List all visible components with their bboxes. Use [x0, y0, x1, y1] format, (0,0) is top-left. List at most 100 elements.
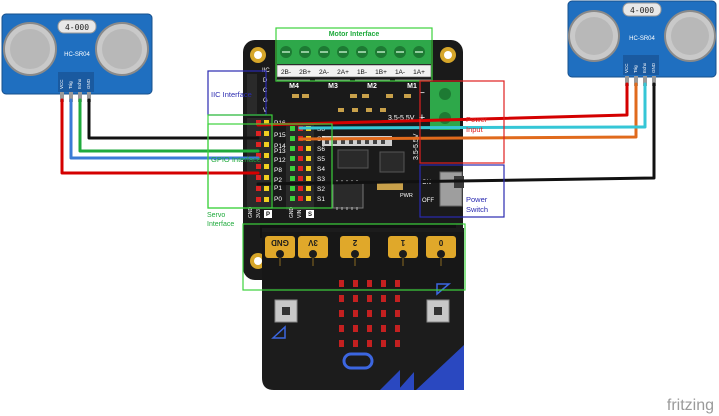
annotation-servo-interface: Servo Interface — [207, 123, 333, 228]
motor-terminal-2a-minus: 2A- — [319, 69, 329, 76]
iic-interface-label: IIC Interface — [211, 90, 252, 99]
led-matrix — [339, 280, 400, 347]
motor-terminal-1b-plus: 1B+ — [375, 69, 387, 76]
button-a-label: A — [268, 294, 269, 297]
motor-terminal-2a-plus: 2A+ — [337, 69, 349, 76]
wire-left-vcc — [60, 98, 260, 175]
motor-label-m3: M3 — [328, 83, 338, 90]
gpio-pin-p12: P12 — [274, 157, 286, 164]
wire-right-echo — [298, 82, 647, 130]
edge-label-1: 1 — [400, 238, 405, 247]
power-plus-sign: + — [419, 112, 425, 124]
gpio-pin-p1: P1 — [274, 185, 282, 192]
wire-right-vcc — [256, 82, 629, 127]
wire-left-gnd — [87, 98, 260, 140]
right-ultrasonic-sensor: 4-000 HC-SR04 VCC Trig Echo GND — [567, 0, 717, 86]
power-input-label-1: Power — [466, 115, 488, 124]
expansion-board: 2B- 2B+ 2A- 2A+ 1B- 1B+ 1A- 1A+ M4 M3 M2… — [243, 40, 464, 280]
gpio-bottom-3v3: 3V3 — [256, 209, 262, 218]
button-b-label: B — [455, 295, 456, 297]
gpio-interface-label: GPIO Interface — [211, 155, 261, 164]
motor-terminal-block — [277, 40, 431, 64]
wires — [60, 82, 656, 186]
edge-connector-pads — [265, 236, 456, 258]
wire-left-trig — [69, 98, 260, 160]
motor-label-m2: M2 — [367, 83, 377, 90]
power-input-label-2: Input — [466, 125, 484, 134]
left-sensor-crystal — [57, 19, 97, 34]
left-sensor-pin-echo: Echo — [77, 78, 82, 89]
power-switch-label-2: Switch — [466, 205, 488, 214]
gpio-pin-p15: P15 — [274, 132, 286, 139]
button-a[interactable] — [271, 299, 298, 339]
right-sensor-display: 4-000 — [630, 6, 654, 15]
motor-terminal-1b-minus: 1B- — [357, 69, 367, 76]
right-sensor-pin-echo: Echo — [642, 62, 647, 73]
annotation-power-input: Power Input — [419, 80, 505, 164]
servo-pin-s6: S6 — [317, 146, 325, 153]
gpio-pin-p14: P14 — [274, 143, 286, 150]
servo-interface-label-2: Interface — [207, 221, 234, 228]
motor-label-m1: M1 — [407, 83, 417, 90]
servo-bottom-s: S — [308, 212, 312, 218]
servo-interface-label-1: Servo — [207, 212, 225, 219]
gpio-pin-p0: P0 — [274, 196, 282, 203]
motor-terminal-1a-plus: 1A+ — [413, 69, 425, 76]
gpio-pin-p2: P2 — [274, 177, 282, 184]
gpio-header: P16 P15 P14 P13 P12 P8 P2 P1 P0 GND 3V3 … — [247, 118, 286, 218]
voltage-label-vertical: 3.5-5.5V — [413, 133, 420, 160]
voltage-label-horizontal: 3.5-5.5V — [388, 115, 415, 122]
left-sensor-pin-vcc: VCC — [59, 79, 64, 89]
power-input-terminal: − + — [419, 82, 460, 130]
edge-label-3v: 3V — [307, 238, 317, 247]
microbit-logo — [342, 352, 374, 370]
power-switch-label-1: Power — [466, 195, 488, 204]
button-b[interactable] — [426, 283, 452, 323]
servo-pin-s5: S5 — [317, 156, 325, 163]
gpio-pin-p13: P13 — [274, 148, 286, 155]
annotation-motor-interface: Motor Interface — [275, 27, 433, 82]
gpio-bottom-gnd: GND — [248, 207, 254, 219]
right-sensor-crystal — [622, 2, 662, 17]
iic-pin-v: V — [263, 108, 267, 114]
right-sensor-model: HC-SR04 — [629, 36, 655, 42]
motor-interface-label: Motor Interface — [329, 31, 380, 38]
wire-right-trig — [298, 82, 638, 141]
wire-left-echo — [78, 98, 260, 153]
annotation-microbit-slot — [242, 223, 466, 291]
servo-pin-s2: S2 — [317, 186, 325, 193]
wire-right-gnd — [256, 82, 656, 186]
servo-pin-s4: S4 — [317, 166, 325, 173]
microbit-board: GND 3V 2 1 0 A — [262, 228, 464, 390]
motor-label-m4: M4 — [289, 83, 299, 90]
motor-terminal-2b-plus: 2B+ — [299, 69, 311, 76]
servo-bottom-vin: VIN — [297, 209, 303, 218]
motor-terminal-2b-minus: 2B- — [281, 69, 291, 76]
right-sensor-pin-vcc: VCC — [624, 63, 629, 73]
left-sensor-pin-gnd: GND — [86, 78, 91, 89]
edge-label-2: 2 — [352, 238, 357, 247]
edge-label-gnd: GND — [271, 238, 289, 247]
edge-label-0: 0 — [438, 238, 443, 247]
power-minus-sign: − — [419, 88, 425, 99]
annotation-power-switch: Power Switch — [419, 164, 505, 218]
left-sensor-model: HC-SR04 — [64, 52, 90, 58]
switch-on-label: ON — [422, 180, 431, 186]
servo-pin-s1: S1 — [317, 196, 325, 203]
left-sensor-pin-trig: Trig — [68, 81, 73, 89]
gpio-bottom-p: P — [266, 212, 270, 218]
left-sensor-display: 4-000 — [65, 23, 89, 32]
gpio-pin-p8: P8 — [274, 167, 282, 174]
servo-pin-s8: S8 — [317, 126, 325, 133]
right-sensor-pin-trig: Trig — [633, 65, 638, 73]
servo-pin-s3: S3 — [317, 176, 325, 183]
motor-terminal-1a-minus: 1A- — [395, 69, 405, 76]
switch-off-label: OFF — [422, 198, 434, 204]
left-ultrasonic-sensor: 4-000 HC-SR04 VCC Trig Echo GND — [1, 13, 153, 102]
servo-bottom-gnd: GND — [289, 207, 295, 219]
chip — [332, 180, 364, 210]
servo-header: S8 S7 S6 S5 S4 S3 S2 S1 GND VIN S — [286, 124, 325, 218]
fritzing-watermark: fritzing — [667, 397, 714, 414]
